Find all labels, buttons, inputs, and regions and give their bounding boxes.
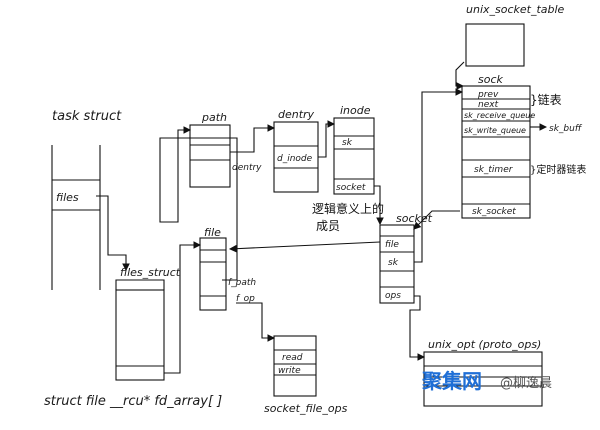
label-files: files bbox=[56, 191, 79, 204]
label-f-op: f_op bbox=[236, 294, 255, 304]
label-files-struct: files_struct bbox=[120, 266, 181, 279]
label-fd-array: struct file __rcu* fd_array[ ] bbox=[44, 394, 222, 409]
label-sk-socket: sk_socket bbox=[472, 207, 516, 217]
dentry-ptr-arrow bbox=[230, 124, 276, 153]
label-task-struct: task struct bbox=[52, 109, 122, 124]
d-inode-arrow bbox=[318, 120, 336, 158]
label-ops: ops bbox=[385, 291, 401, 301]
file-box bbox=[199, 237, 227, 311]
unix-table-arrow bbox=[455, 61, 465, 90]
label-chain-cn: }链表 bbox=[530, 92, 562, 107]
label-f-path: f_path bbox=[228, 278, 256, 288]
label-inode: inode bbox=[340, 104, 371, 117]
files-struct-box bbox=[115, 279, 165, 381]
label-prev: prev bbox=[477, 90, 499, 100]
label-socket-file-ops: socket_file_ops bbox=[264, 402, 348, 415]
label-sk-receive-queue: sk_receive_queue bbox=[464, 111, 535, 120]
files-to-files-struct-arrow bbox=[96, 195, 130, 272]
label-file: file bbox=[204, 226, 221, 239]
label-note-cn-1: 逻辑意义上的 bbox=[312, 201, 384, 216]
inode-socket-arrow bbox=[374, 185, 384, 226]
label-sock: sock bbox=[478, 73, 504, 86]
label-read: read bbox=[282, 353, 303, 363]
sk-socket-arrow bbox=[413, 210, 460, 230]
f-op-to-ops-arrow bbox=[236, 302, 276, 342]
socket-ops-arrow bbox=[409, 295, 426, 361]
label-sock-sk: sk bbox=[388, 258, 399, 268]
label-path: path bbox=[201, 111, 227, 124]
label-write: write bbox=[278, 366, 301, 376]
path-box bbox=[189, 124, 231, 188]
socket-file-arrow bbox=[228, 241, 381, 253]
inode-box bbox=[333, 117, 375, 195]
socket-sk-arrow bbox=[414, 88, 464, 263]
watermark-author: @柳逸晨 bbox=[500, 376, 552, 391]
label-sk-buff: sk_buff bbox=[549, 124, 583, 134]
label-socket: socket bbox=[396, 212, 433, 225]
label-unix-opt: unix_opt (proto_ops) bbox=[428, 338, 541, 351]
label-timer-cn: }定时器链表 bbox=[530, 163, 586, 176]
f-path-to-path-arrow bbox=[159, 126, 238, 281]
task-struct-box bbox=[51, 145, 101, 290]
socket-file-ops-box bbox=[273, 335, 317, 397]
label-next: next bbox=[478, 100, 499, 110]
label-unix-socket-table: unix_socket_table bbox=[466, 3, 565, 16]
label-socket-field: socket bbox=[336, 183, 366, 193]
label-dentry-ptr: dentry bbox=[232, 163, 262, 173]
unix-opt-box bbox=[423, 351, 543, 407]
label-sk: sk bbox=[342, 138, 353, 148]
label-note-cn-2: 成员 bbox=[316, 219, 340, 233]
label-d-inode: d_inode bbox=[277, 154, 313, 164]
fd-array-to-file-arrow bbox=[164, 241, 202, 374]
label-sk-timer: sk_timer bbox=[474, 165, 514, 175]
label-sock-file: file bbox=[385, 240, 399, 250]
socket-box bbox=[379, 224, 415, 304]
label-dentry: dentry bbox=[278, 108, 315, 121]
sock-box bbox=[461, 85, 531, 219]
unix-socket-table-box bbox=[465, 23, 525, 67]
watermark-brand: 聚集网 bbox=[421, 369, 482, 393]
label-sk-write-queue: sk_write_queue bbox=[464, 126, 526, 135]
